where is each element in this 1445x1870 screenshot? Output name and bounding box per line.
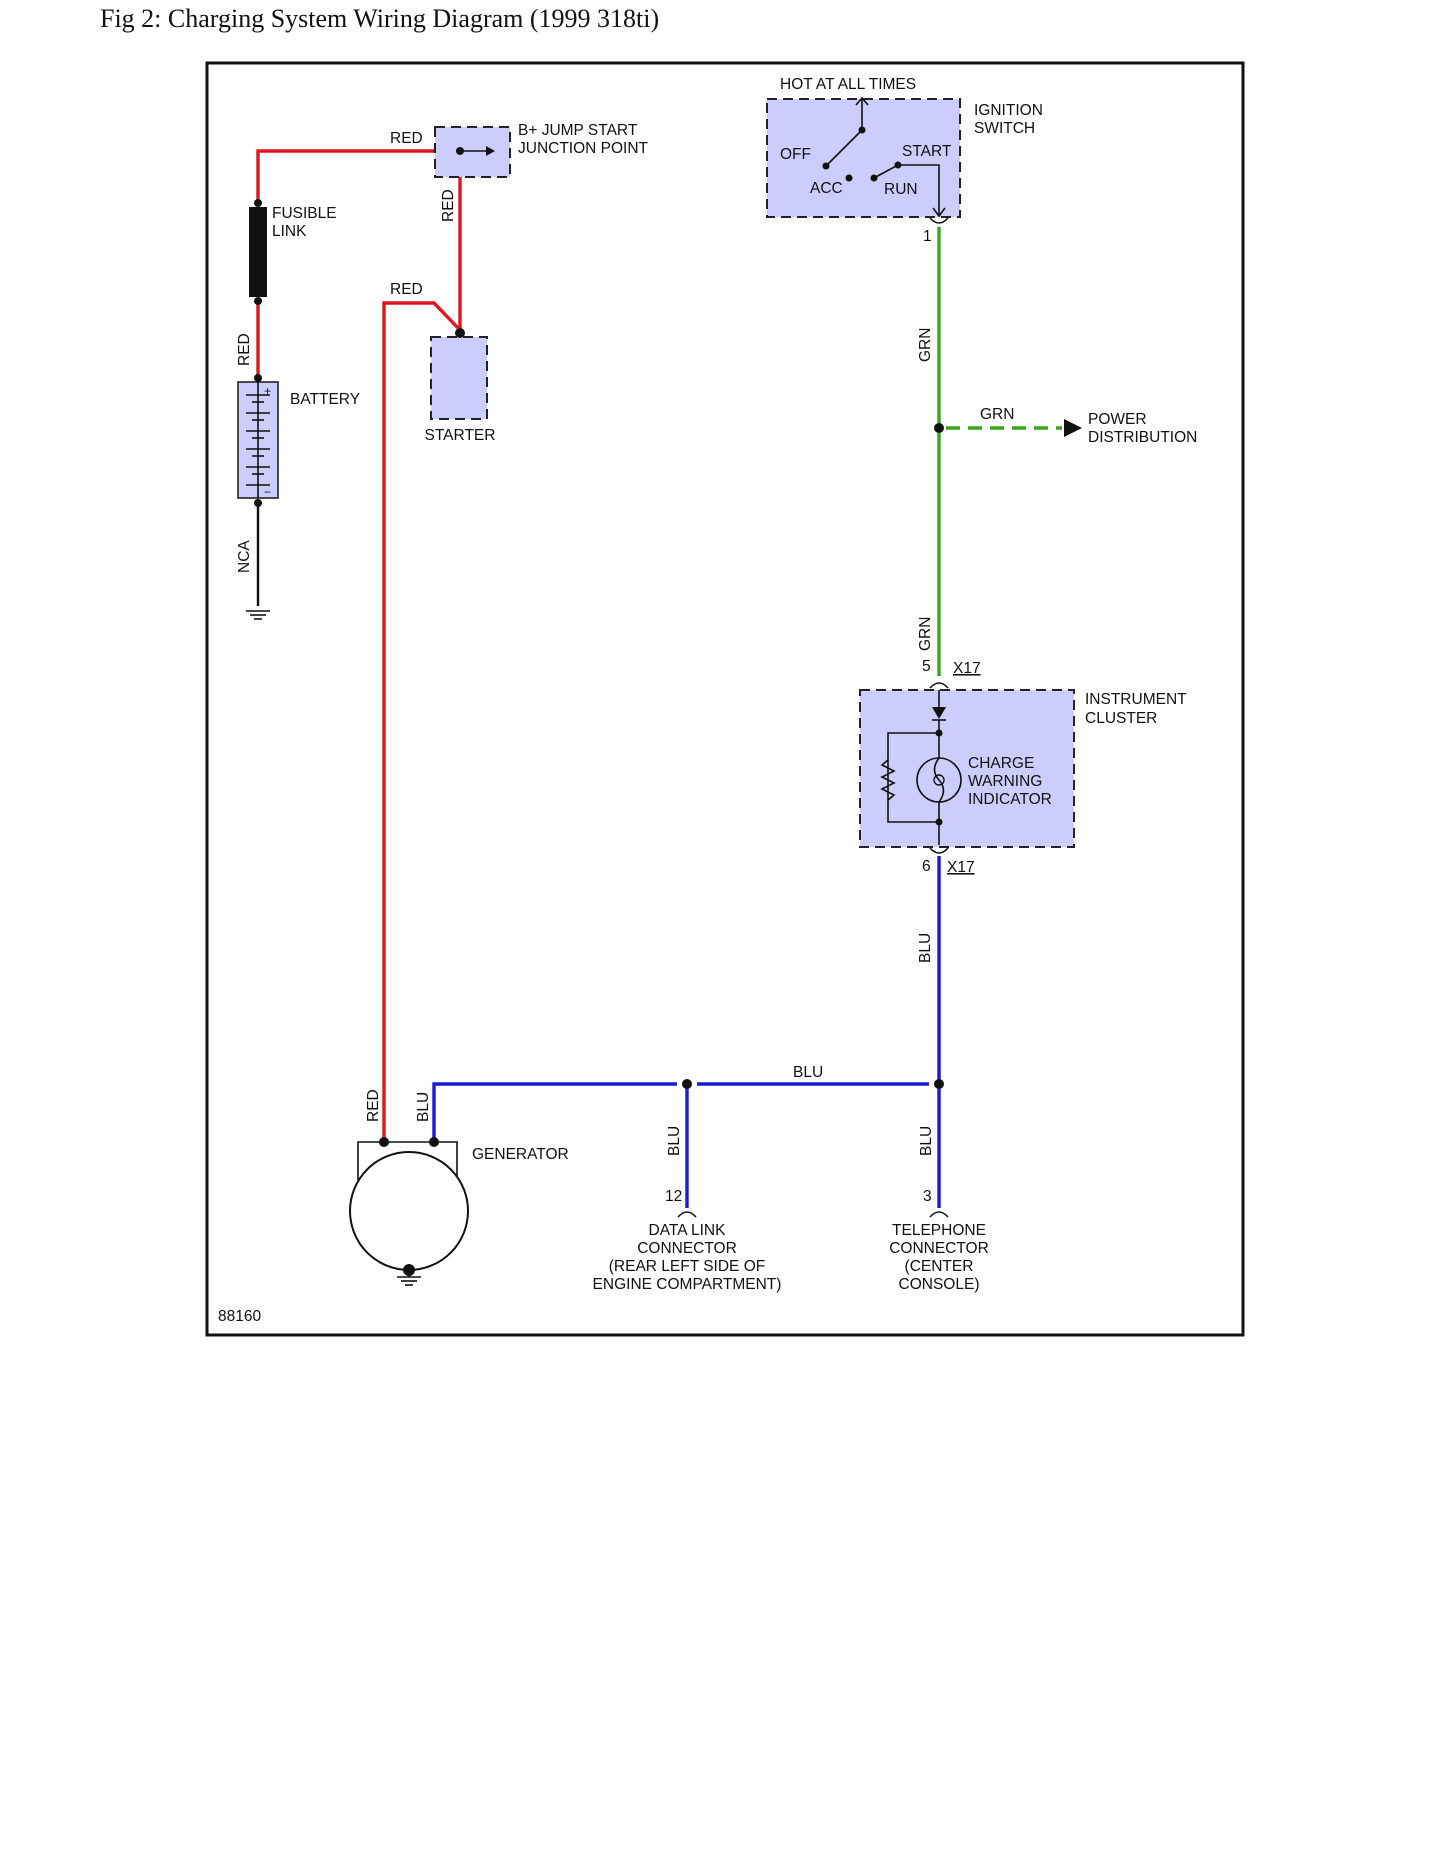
wire-label-red-top: RED [390,130,423,147]
cluster-internal-circuit [880,690,962,845]
data-link-label-2: CONNECTOR [637,1240,737,1257]
charge-indicator-label-1: CHARGE [968,755,1034,772]
fusible-link-label-1: FUSIBLE [272,205,337,222]
instrument-cluster-box [859,689,1075,848]
telephone-label-1: TELEPHONE [892,1222,986,1239]
cluster-pin-5: 5 [922,658,931,675]
connector-pin-5 [929,682,949,689]
wire-label-blu-generator: BLU [415,1092,432,1122]
wire-label-blu-data: BLU [666,1126,683,1156]
wire-label-grn-1: GRN [917,328,934,362]
cluster-connector-bottom: X17 [947,859,975,876]
wire-label-red-generator: RED [365,1089,382,1122]
splice-green [934,423,944,433]
jump-start-junction-box [434,126,511,178]
starter-label: STARTER [425,427,496,444]
jump-start-label-2: JUNCTION POINT [518,140,649,157]
battery-plates [246,382,270,498]
ignition-pin-1: 1 [923,228,932,245]
ignition-switch-contacts [822,96,946,218]
splice-blue-left [682,1079,692,1089]
charge-indicator-label-2: WARNING [968,773,1042,790]
generator-terminals [357,1141,458,1180]
battery-minus: − [264,485,271,499]
connector-pin-3 [929,1211,949,1218]
figure-number: 88160 [218,1308,261,1325]
ignition-switch-label-1: IGNITION [974,102,1043,119]
charge-indicator-label-3: INDICATOR [968,791,1052,808]
starter-box [430,336,488,420]
data-link-pin: 12 [665,1188,682,1205]
wire-label-red-starter: RED [390,281,423,298]
wire-label-grn-pd: GRN [980,406,1014,423]
data-link-label-1: DATA LINK [649,1222,727,1239]
wire-label-red-battery: RED [236,333,253,366]
arrow-icon [1064,419,1082,437]
connector-pin-12 [677,1211,697,1218]
wire-label-blu-horizontal: BLU [793,1064,823,1081]
telephone-pin: 3 [923,1188,932,1205]
ignition-switch-label-2: SWITCH [974,120,1035,137]
ground-symbol-battery [246,610,270,620]
wire-label-blu-1: BLU [917,933,934,963]
fusible-link-label-2: LINK [272,223,307,240]
wire-label-grn-2: GRN [917,617,934,651]
red-wire-fusible-to-junction [256,149,462,332]
figure-caption: Fig 2: Charging System Wiring Diagram (1… [100,4,660,33]
jump-start-label-1: B+ JUMP START [518,122,638,139]
cluster-pin-6: 6 [922,858,931,875]
wire-label-nca: NCA [236,540,253,573]
red-wire-generator-to-starter [382,301,460,1142]
ignition-pos-run: RUN [884,181,918,198]
battery-plus: + [264,384,271,398]
connector-pin-1 [929,217,949,224]
wire-label-red-vertical: RED [440,189,457,222]
instrument-cluster-label-1: INSTRUMENT [1085,691,1187,708]
battery-label: BATTERY [290,391,360,408]
telephone-label-2: CONNECTOR [889,1240,989,1257]
arrow-icon [486,146,495,156]
hot-at-all-times-label: HOT AT ALL TIMES [780,76,916,93]
instrument-cluster-label-2: CLUSTER [1085,710,1157,727]
diode-icon [932,707,946,719]
generator-label: GENERATOR [472,1146,569,1163]
cluster-connector-top: X17 [953,660,981,677]
fusible-link-body [249,207,267,297]
ignition-pos-acc: ACC [810,180,843,197]
resistor-icon [880,759,896,801]
splice-blue-right [934,1079,944,1089]
power-distribution-label-1: POWER [1088,411,1147,428]
ground-symbol-generator [397,1270,421,1286]
connector-pin-6 [929,847,949,854]
data-link-label-3: (REAR LEFT SIDE OF [609,1258,765,1275]
ignition-pos-off: OFF [780,146,811,163]
blue-wire-generator [432,1082,677,1142]
telephone-label-3: (CENTER [905,1258,974,1275]
ignition-pos-start: START [902,143,952,160]
ignition-switch-box [766,98,961,218]
power-distribution-label-2: DISTRIBUTION [1088,429,1197,446]
telephone-label-4: CONSOLE) [899,1276,980,1293]
wire-label-blu-phone: BLU [918,1126,935,1156]
generator-body [349,1151,469,1271]
data-link-label-4: ENGINE COMPARTMENT) [593,1276,782,1293]
